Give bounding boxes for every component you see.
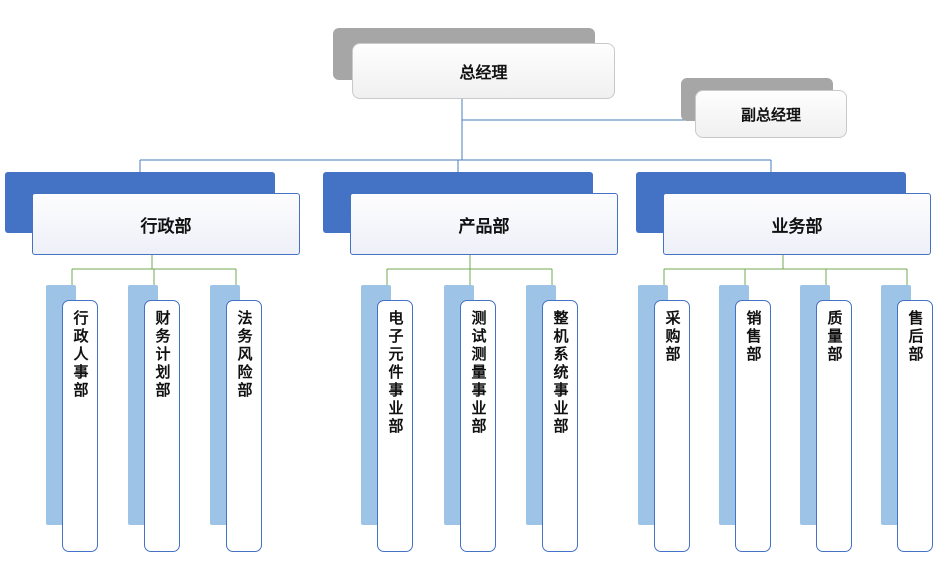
node-label: 销售部 <box>744 310 762 364</box>
node-electronic-components-division[interactable]: 电子元件事业部 <box>377 300 413 552</box>
node-label: 电子元件事业部 <box>386 310 404 436</box>
green-connectors <box>71 255 908 287</box>
node-sales-dept[interactable]: 销售部 <box>735 300 771 552</box>
node-finance-planning-dept[interactable]: 财务计划部 <box>144 300 180 552</box>
node-deputy-general-manager[interactable]: 副总经理 <box>695 90 847 138</box>
node-label: 法务风险部 <box>235 310 253 400</box>
node-test-measurement-division[interactable]: 测试测量事业部 <box>460 300 496 552</box>
node-complete-machine-systems-division[interactable]: 整机系统事业部 <box>542 300 578 552</box>
node-label: 质量部 <box>825 310 843 364</box>
blue-connectors <box>139 99 772 174</box>
node-label: 采购部 <box>663 310 681 364</box>
node-quality-dept[interactable]: 质量部 <box>816 300 852 552</box>
node-label: 产品部 <box>458 216 510 236</box>
node-label: 行政部 <box>140 216 192 236</box>
node-after-sales-dept[interactable]: 售后部 <box>897 300 933 552</box>
node-label: 测试测量事业部 <box>469 310 487 436</box>
node-product-dept[interactable]: 产品部 <box>350 193 618 255</box>
node-label: 售后部 <box>906 310 924 364</box>
node-label: 整机系统事业部 <box>551 310 569 436</box>
node-label: 业务部 <box>771 216 823 236</box>
node-label: 行政人事部 <box>71 310 89 400</box>
node-label: 总经理 <box>459 65 508 82</box>
node-legal-risk-dept[interactable]: 法务风险部 <box>226 300 262 552</box>
node-admin-hr-dept[interactable]: 行政人事部 <box>62 300 98 552</box>
node-administration-dept[interactable]: 行政部 <box>32 193 300 255</box>
node-procurement-dept[interactable]: 采购部 <box>654 300 690 552</box>
node-business-dept[interactable]: 业务部 <box>663 193 931 255</box>
node-general-manager[interactable]: 总经理 <box>352 43 615 99</box>
node-label: 财务计划部 <box>153 310 171 400</box>
node-label: 副总经理 <box>740 106 801 124</box>
